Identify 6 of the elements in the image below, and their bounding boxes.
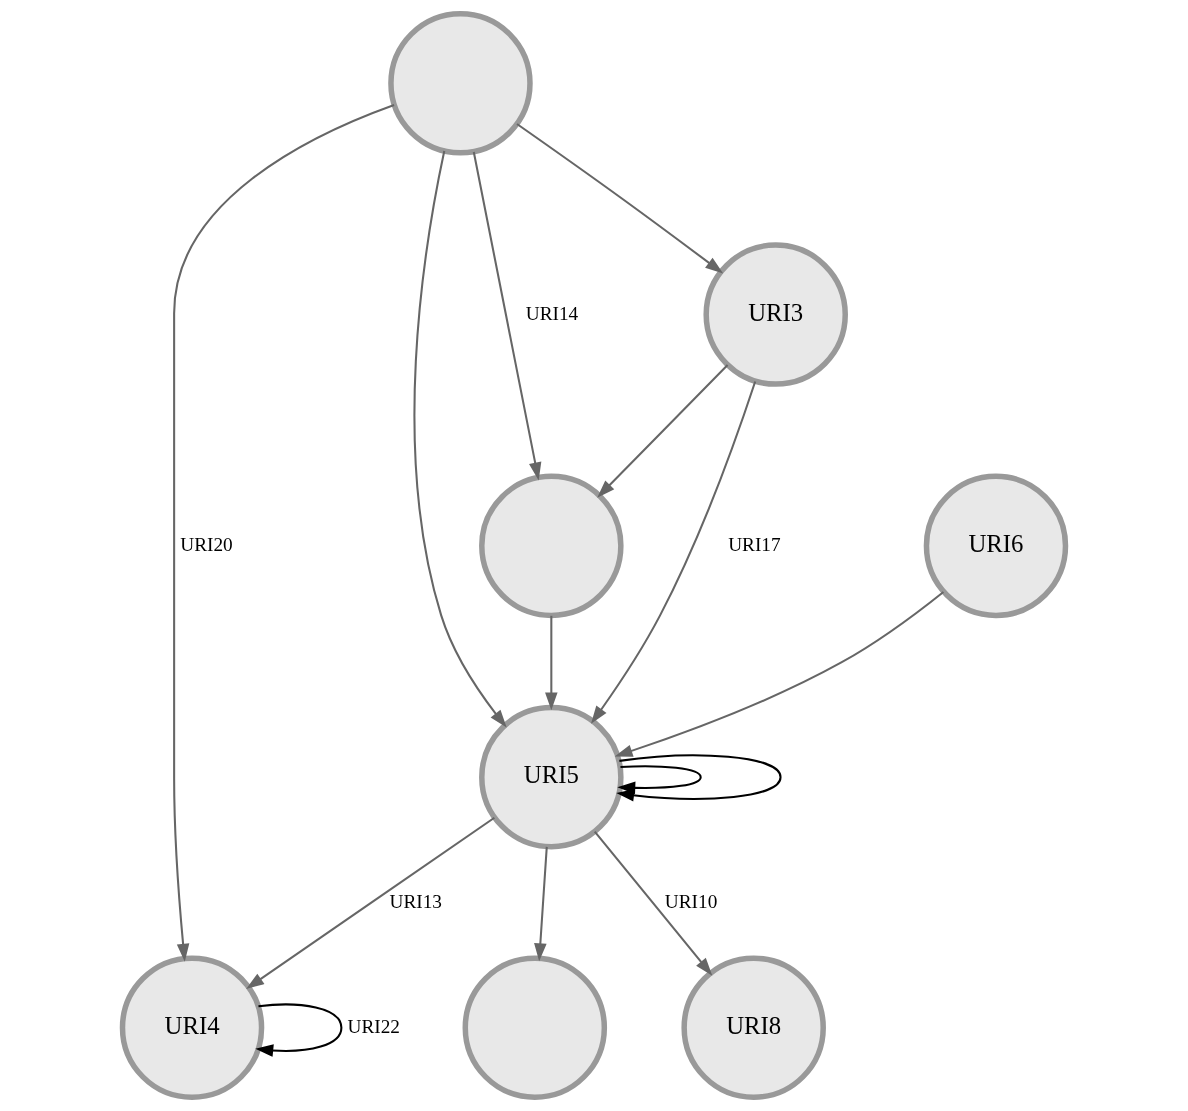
- edge-label: URI14: [525, 302, 579, 324]
- edge-label: URI20: [180, 533, 233, 555]
- edge-label: URI10: [664, 890, 718, 912]
- edge-label: URI22: [347, 1015, 400, 1037]
- edge-label: URI13: [389, 890, 442, 912]
- edge-label: URI17: [728, 533, 781, 555]
